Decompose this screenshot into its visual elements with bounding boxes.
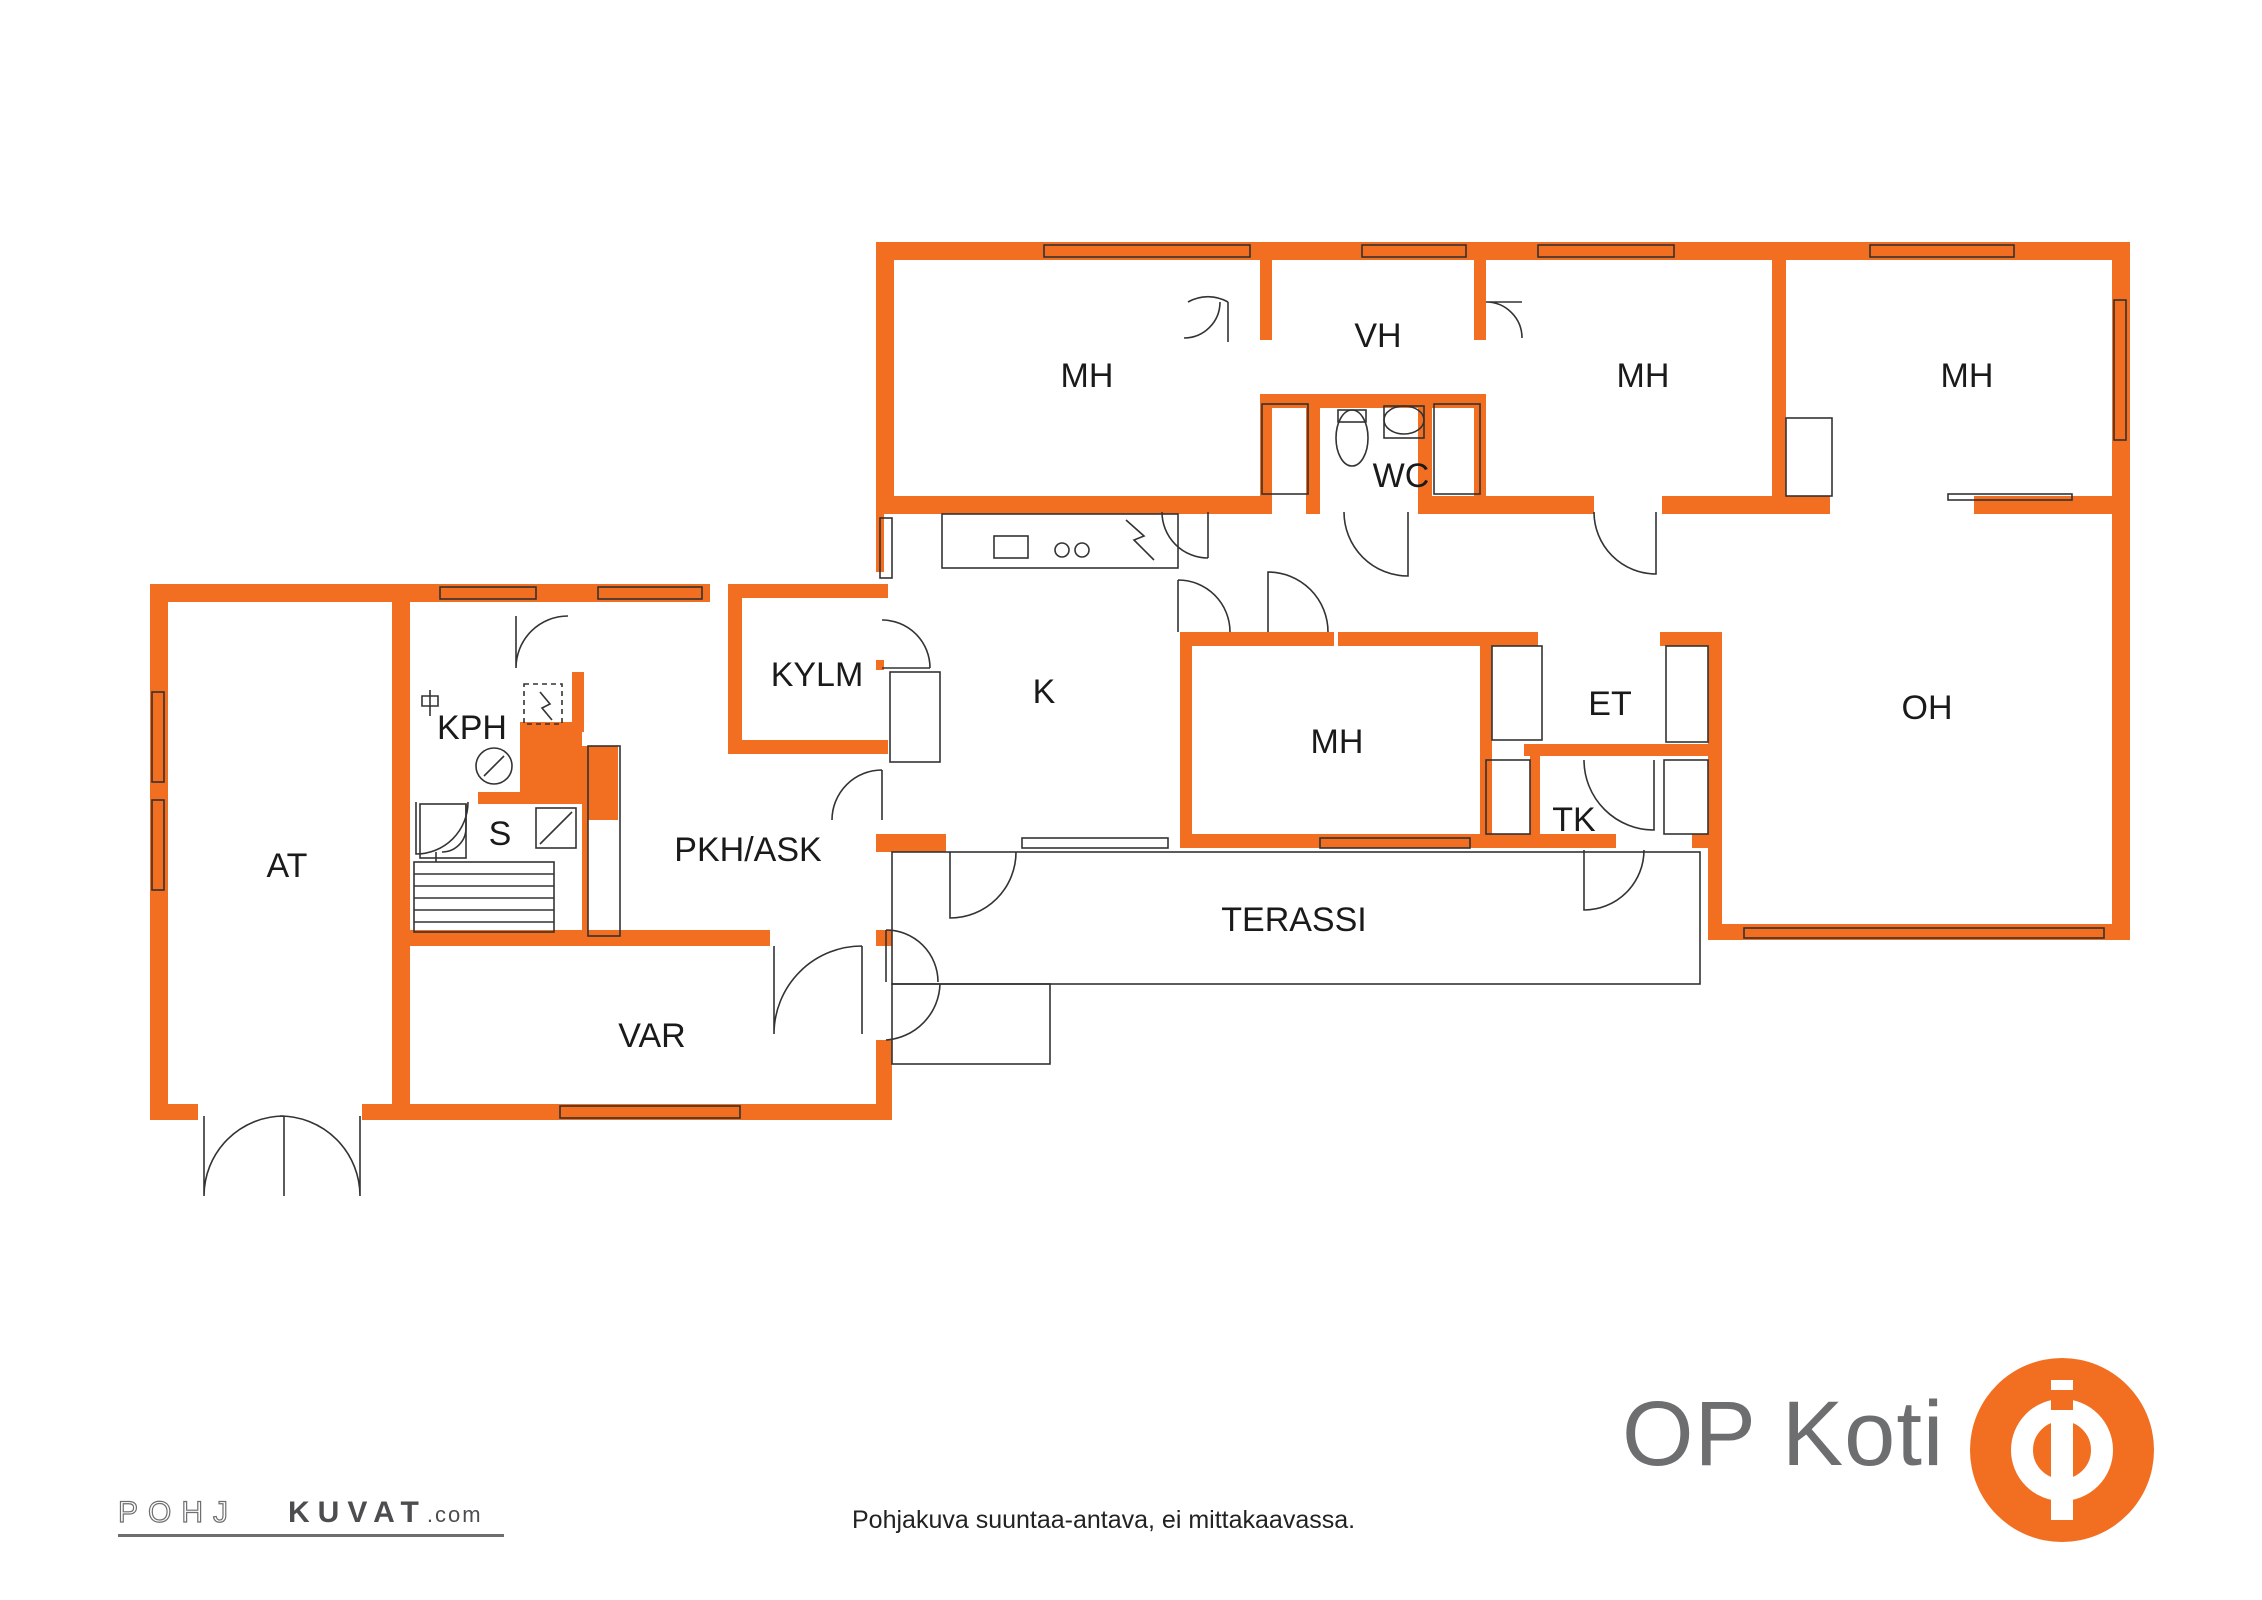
room-label-mh-3: MH bbox=[1941, 357, 1994, 395]
fixtures-and-openings bbox=[151, 244, 2127, 1197]
op-logo-icon bbox=[1970, 1358, 2154, 1542]
room-label-mh-2: MH bbox=[1617, 357, 1670, 395]
room-label-kph: KPH bbox=[437, 709, 507, 747]
disclaimer-note: Pohjakuva suuntaa-antava, ei mittakaavas… bbox=[852, 1506, 1356, 1534]
credit-right-text: KUVAT bbox=[288, 1496, 427, 1529]
room-label-wc: WC bbox=[1373, 457, 1430, 495]
room-label-terassi: TERASSI bbox=[1221, 901, 1366, 939]
room-label-vh: VH bbox=[1354, 317, 1401, 355]
brand-name: OP Koti bbox=[1622, 1383, 1945, 1485]
room-label-tk: TK bbox=[1552, 801, 1596, 839]
credit-logo: POHJ KUVAT.com bbox=[117, 1494, 508, 1540]
credit-left-text: POHJ bbox=[117, 1496, 239, 1529]
room-label-kylm: KYLM bbox=[771, 656, 864, 694]
credit-right: KUVAT.com bbox=[288, 1498, 483, 1528]
room-label-var: VAR bbox=[618, 1017, 685, 1055]
room-label-mh-1: MH bbox=[1061, 357, 1114, 395]
credit-suffix: .com bbox=[426, 1502, 483, 1527]
walls bbox=[150, 242, 2130, 1120]
room-label-et: ET bbox=[1588, 685, 1631, 723]
room-labels: MH VH MH MH WC KYLM K KPH MH ET OH S TK … bbox=[267, 317, 1994, 1055]
room-label-pkh-ask: PKH/ASK bbox=[674, 831, 822, 869]
room-label-oh: OH bbox=[1902, 689, 1953, 727]
room-label-s: S bbox=[489, 815, 512, 853]
room-label-at: AT bbox=[267, 847, 308, 885]
room-label-mh-4: MH bbox=[1311, 723, 1364, 761]
credit-underline bbox=[118, 1534, 504, 1537]
room-label-k: K bbox=[1033, 673, 1056, 711]
